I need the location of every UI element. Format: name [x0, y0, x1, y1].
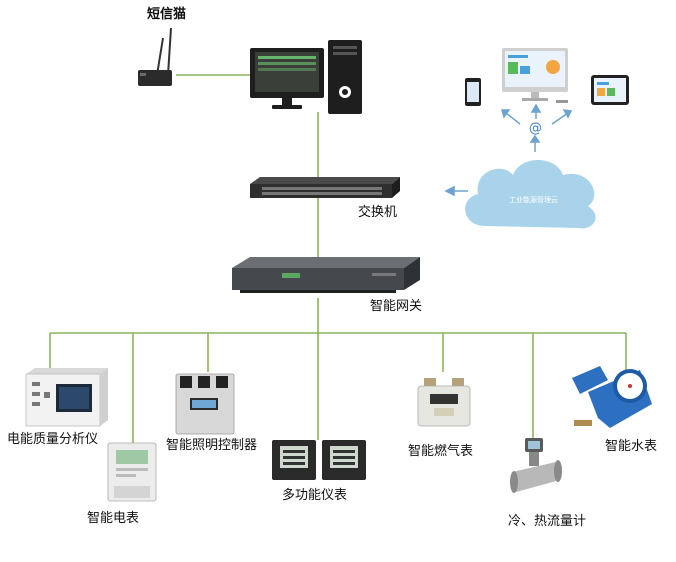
- label-electric-meter: 智能电表: [87, 511, 140, 526]
- label-power-quality: 电能质量分析仪: [7, 432, 99, 447]
- cloud-icon: [465, 160, 596, 229]
- tablet-icon: [591, 75, 629, 105]
- monitor-icon: [502, 48, 568, 101]
- pc-tower-icon: [328, 40, 362, 114]
- network-switch-icon: [250, 177, 400, 198]
- at-symbol: @: [529, 121, 542, 136]
- label-sms-cat: 短信猫: [147, 7, 187, 22]
- label-cloud: 工业能源管理云: [509, 196, 558, 204]
- water-meter-icon: [572, 366, 652, 428]
- flow-meter-icon: [510, 438, 562, 493]
- label-switch: 交换机: [358, 205, 398, 220]
- label-lighting: 智能照明控制器: [166, 438, 258, 453]
- phone-icon: [465, 78, 481, 106]
- laptop-icon: [556, 100, 568, 103]
- power-analyzer-icon: [25, 368, 108, 427]
- cloud-arrows: [444, 103, 573, 197]
- label-heat-flow: 冷、热流量计: [508, 514, 587, 529]
- electric-meter-icon: [107, 442, 157, 502]
- label-water-meter: 智能水表: [605, 439, 658, 454]
- label-gas-meter: 智能燃气表: [408, 444, 474, 459]
- connection-lines: [49, 74, 627, 443]
- lighting-controller-icon: [175, 373, 235, 435]
- label-gateway: 智能网关: [370, 299, 423, 314]
- multifunction-meter-icon: [272, 440, 366, 480]
- gas-meter-icon: [417, 378, 471, 427]
- gateway-icon: [232, 257, 420, 293]
- sms-modem-icon: [138, 27, 172, 86]
- label-multi-meter: 多功能仪表: [282, 488, 348, 503]
- pc-monitor-icon: [250, 48, 324, 109]
